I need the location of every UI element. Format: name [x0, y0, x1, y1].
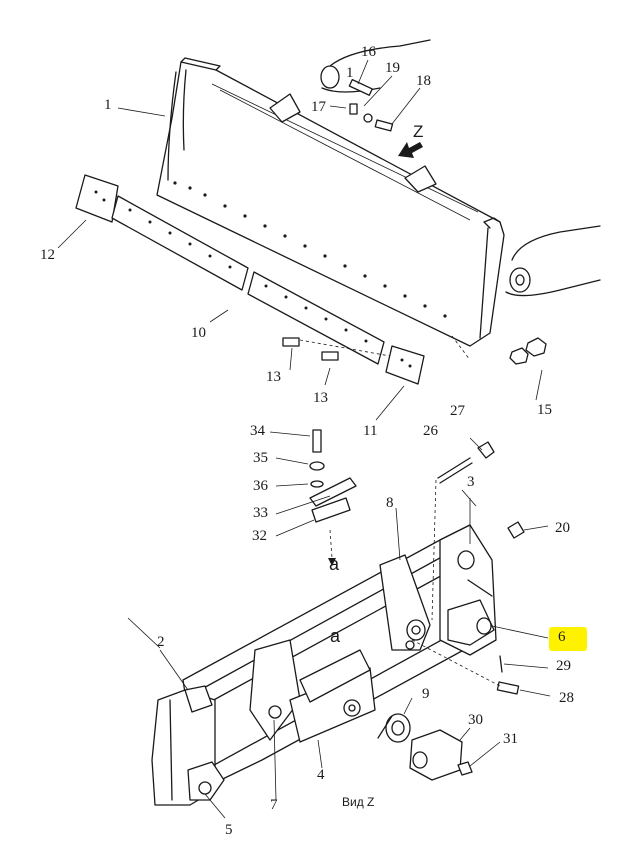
- blade-rear-assembly: [151, 429, 525, 806]
- callout-27: 27: [450, 403, 465, 419]
- callout-18: 18: [416, 73, 431, 89]
- callout-32: 32: [252, 528, 267, 544]
- callout-7: 7: [270, 797, 278, 813]
- blade-front-assembly: [156, 39, 601, 347]
- cutting-edge-right: [247, 271, 385, 365]
- callout-6: 6: [558, 629, 566, 645]
- callout-4: 4: [317, 767, 325, 783]
- callout-30: 30: [468, 712, 483, 728]
- callout-8: 8: [386, 495, 394, 511]
- callout-12: 12: [40, 247, 55, 263]
- callout-26: 26: [423, 423, 438, 439]
- callout-29: 29: [556, 658, 571, 674]
- callout-13a: 13: [266, 369, 281, 385]
- callout-16: 16: [361, 44, 376, 60]
- end-bit-right: [385, 345, 425, 385]
- callout-20: 20: [555, 520, 570, 536]
- callout-5: 5: [225, 822, 233, 838]
- callout-10: 10: [191, 325, 206, 341]
- callout-19: 19: [385, 60, 400, 76]
- callout-28: 28: [559, 690, 574, 706]
- view-z-label: Вид Z: [342, 795, 375, 809]
- moldboard: [156, 61, 505, 347]
- callout-15: 15: [537, 402, 552, 418]
- callout-13b: 13: [313, 390, 328, 406]
- callout-11: 11: [363, 423, 378, 439]
- callout-1: 1: [104, 97, 112, 113]
- cutting-edges: [75, 174, 547, 385]
- highlight-marker: [549, 627, 587, 651]
- section-label-a-bottom: a: [330, 626, 341, 646]
- callout-9: 9: [422, 686, 430, 702]
- callout-17: 17: [311, 99, 326, 115]
- section-label-a-top: a: [329, 554, 340, 574]
- callout-35: 35: [253, 450, 268, 466]
- view-z-arrow: [398, 142, 423, 158]
- end-bit-left: [75, 174, 119, 223]
- callout-34: 34: [250, 423, 265, 439]
- blade-bolt-holes: [173, 181, 447, 318]
- callout-31: 31: [503, 731, 518, 747]
- direction-label-z: Z: [413, 122, 424, 141]
- cutting-edge-left: [111, 195, 249, 291]
- callout-2: 2: [157, 634, 165, 650]
- callout-3: 3: [467, 474, 475, 490]
- leader-lines: [57, 59, 551, 819]
- callout-33: 33: [253, 505, 268, 521]
- callout-1b: 1: [346, 65, 354, 81]
- callout-36: 36: [253, 478, 268, 494]
